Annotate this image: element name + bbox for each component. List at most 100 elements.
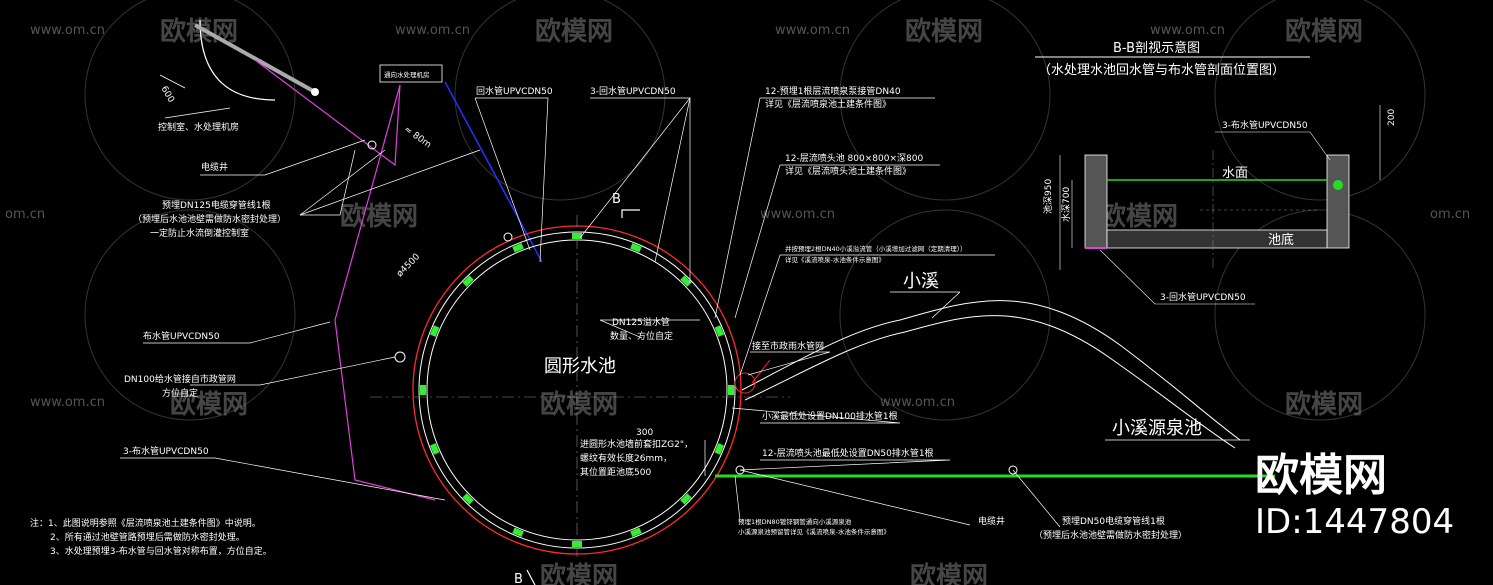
wm-url-5: om.cn — [5, 207, 45, 222]
nozzle-marker — [430, 443, 440, 455]
wm-url-2: www.om.cn — [395, 23, 470, 38]
wm-brand-4: 欧模网 — [1285, 16, 1363, 47]
label-control-room: 控制室、水处理机房 — [158, 121, 239, 133]
label-creek-drain: 小溪最低处设置DN100排水管1根 — [762, 410, 898, 422]
feed-valve-symbol — [394, 351, 406, 363]
label-pump-a: 12-预埋1根层流喷泉泵接管DN40 — [765, 85, 901, 97]
creek-label: 小溪 — [903, 271, 939, 292]
section-view: B-B剖视示意图 （水处理水池回水管与布水管剖面位置图） 池深950 水深700… — [1035, 40, 1397, 305]
label-return-pipe-3: 3-回水管UPVCDN50 — [590, 85, 676, 97]
leader-lines — [120, 97, 1061, 528]
section-marks: B B — [514, 192, 640, 585]
section-dim-water: 水深700 — [1060, 187, 1072, 222]
nozzle-marker — [462, 275, 474, 287]
label-inlet-a: 进圆形水池墙前套扣ZG2"， — [580, 438, 693, 450]
label-overflow-main-a: DN125溢水管 — [612, 316, 670, 328]
label-nozzle-a: 12-层流喷头池 800×800×深800 — [785, 152, 923, 164]
label-overflow-a: 并按预埋2根DN40小溪溢流管（小溪增加过滤网（定期清理）） — [785, 244, 967, 253]
section-return-label: 3-回水管UPVCDN50 — [1160, 291, 1246, 303]
wm-url-6: www.om.cn — [760, 207, 835, 222]
label-cable-well-2: 电缆井 — [978, 515, 1005, 527]
label-conduit2-a: 预埋DN50电缆穿管线1根 — [1062, 515, 1165, 527]
site-logo: 欧模网 ID:1447804 — [1255, 450, 1454, 542]
watermark-layer: 欧模网 欧模网 欧模网 欧模网 www.om.cn www.om.cn www.… — [5, 0, 1470, 585]
pool-name: 圆形水池 — [544, 356, 616, 377]
label-overflow-main-b: 数量、方位自定 — [610, 330, 673, 342]
nozzle-marker — [512, 243, 524, 253]
section-water-label: 水面 — [1222, 166, 1248, 181]
logo-id: ID:1447804 — [1255, 502, 1454, 542]
nozzle-marker — [728, 385, 734, 395]
wm-brand-5: 欧模网 — [340, 201, 418, 232]
wm-brand-2: 欧模网 — [535, 16, 613, 47]
wm-url-4: www.om.cn — [1150, 23, 1225, 38]
note-3: 3、水处理预埋3-布水管与回水管对称布置，方位自定。 — [50, 545, 272, 557]
wm-url-8: www.om.cn — [30, 395, 105, 410]
wm-brand-11: 欧模网 — [910, 561, 988, 585]
nozzle-marker — [572, 541, 582, 547]
nozzle-marker — [420, 385, 426, 395]
nozzle-marker — [572, 233, 582, 239]
supply-pipe-route — [254, 59, 436, 501]
wm-brand-8: 欧模网 — [540, 389, 618, 420]
label-overflow-b: 详见《溪流喷泉-水池条件示意图》 — [785, 255, 885, 264]
section-subtitle: （水处理水池回水管与布水管剖面位置图） — [1038, 63, 1285, 78]
section-supply-label: 3-布水管UPVCDN50 — [1222, 119, 1308, 131]
pipe-node — [503, 232, 513, 242]
dim-600: 600 — [159, 85, 176, 105]
wm-url-3: www.om.cn — [775, 23, 850, 38]
label-supply-pipe-3: 3-布水管UPVCDN50 — [123, 445, 209, 457]
label-cable-well-1: 电缆井 — [201, 161, 228, 173]
logo-brand: 欧模网 — [1255, 450, 1387, 501]
label-feed-b: 方位自定 — [162, 387, 198, 399]
plan-labels: 回水管UPVCDN50 3-回水管UPVCDN50 电缆井 预埋DN125电缆穿… — [123, 85, 1187, 541]
label-conduit-b: （预埋后水池池壁需做防水密封处理） — [133, 213, 286, 225]
return-pipe-line — [444, 81, 543, 263]
nozzle-marker — [462, 493, 474, 505]
cable-well-node-1 — [367, 140, 377, 150]
nozzle-markers — [420, 233, 734, 547]
notes: 注：1、此图说明参照《层流喷泉池土建条件图》中说明。 2、所有通过池壁管路预埋后… — [30, 517, 272, 557]
nozzle-marker — [680, 493, 692, 505]
wm-brand-10: 欧模网 — [540, 561, 618, 585]
nozzle-marker — [430, 325, 440, 337]
label-conduit-c: 一定防止水流倒灌控制室 — [150, 227, 249, 239]
wm-brand-6: 欧模网 — [1100, 201, 1178, 232]
dim-80m: ≈ 80m — [402, 125, 433, 151]
label-pump-pipe-a: 预埋1根DN80镀锌钢管通向小溪源泉池 — [738, 517, 852, 526]
section-dim-depth: 池深950 — [1042, 179, 1054, 214]
label-nozzle-drain: 12-层流喷头池最低处设置DN50排水管1根 — [762, 447, 934, 459]
wm-brand-7: 欧模网 — [170, 389, 248, 420]
label-conduit2-b: （预埋后水池池壁需做防水密封处理） — [1034, 529, 1187, 541]
wm-url-1: www.om.cn — [30, 23, 105, 38]
label-dim-300: 300 — [636, 428, 653, 438]
label-inlet-c: 其位置距池底500 — [580, 466, 651, 478]
section-mark-top: B — [612, 192, 621, 207]
wm-url-7: om.cn — [1430, 207, 1470, 222]
circular-pool: 圆形水池 ø4500 — [370, 215, 790, 560]
label-inlet-b: 螺纹有效长度26mm， — [580, 452, 672, 464]
label-conduit-a: 预埋DN125电缆穿管线1根 — [162, 199, 271, 211]
nozzle-marker — [680, 275, 692, 287]
wm-brand-3: 欧模网 — [905, 16, 983, 47]
nozzle-marker — [630, 243, 642, 253]
label-return-pipe-1: 回水管UPVCDN50 — [476, 85, 553, 97]
control-room: 600 控制室、水处理机房 通向水处理机房 ≈ 80m — [158, 19, 443, 151]
spring-pool-label: 小溪源泉池 — [1112, 418, 1202, 439]
wm-url-9: www.om.cn — [880, 395, 955, 410]
label-supply-pipe: 布水管UPVCDN50 — [143, 330, 220, 342]
pool-diameter: ø4500 — [395, 252, 422, 279]
section-dim-top: 200 — [1387, 109, 1397, 126]
note-1: 注：1、此图说明参照《层流喷泉池土建条件图》中说明。 — [30, 517, 261, 529]
section-title: B-B剖视示意图 — [1113, 40, 1200, 56]
cable-well-node-3 — [1008, 465, 1018, 475]
label-municipal: 接至市政雨水管网 — [752, 340, 824, 352]
nozzle-marker — [630, 527, 642, 537]
label-nozzle-b: 详见《层流喷头池土建条件图》 — [785, 165, 911, 177]
label-pump-b: 详见《层流喷泉池土建条件图》 — [765, 98, 891, 110]
label-pump-pipe-b: 小溪源泉池预留管详见《溪流喷泉-水池条件示意图》 — [738, 527, 890, 536]
label-feed-a: DN100给水管接自市政管网 — [124, 373, 236, 385]
section-mark-bottom: B — [514, 572, 523, 585]
